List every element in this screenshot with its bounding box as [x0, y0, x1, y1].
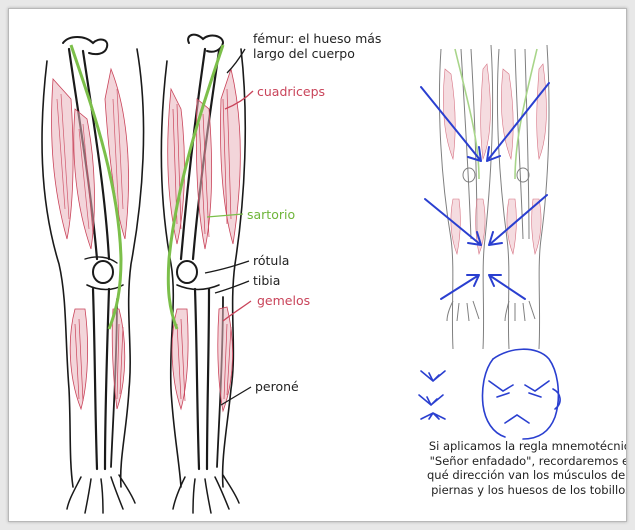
mnemonic-caption: Si aplicamos la regla mnemotécnica "Seño… [427, 439, 627, 497]
rotula-label: rótula [253, 253, 289, 268]
perone-label: peroné [255, 379, 299, 394]
cuadriceps-label: cuadriceps [257, 84, 325, 99]
gemelos-label: gemelos [257, 293, 310, 308]
small-legs-diagram [439, 45, 549, 349]
caption-line-1: Si aplicamos la regla mnemotécnica [427, 439, 627, 454]
angry-face-sketch [482, 349, 560, 439]
caption-line-3: qué dirección van los músculos de las [427, 468, 627, 483]
caption-line-4: piernas y los huesos de los tobillos. [427, 483, 627, 498]
small-arrows-mnemonic [419, 371, 445, 419]
caption-line-2: "Señor enfadado", recordaremos en [427, 454, 627, 469]
sartorio-label: sartorio [247, 207, 295, 222]
tibia-label: tibia [253, 273, 280, 288]
illustration-frame: fémur: el hueso más largo del cuerpo cua… [8, 8, 627, 522]
femur-label-line-2: largo del cuerpo [253, 46, 355, 61]
femur-label-line-1: fémur: el hueso más [253, 31, 381, 46]
